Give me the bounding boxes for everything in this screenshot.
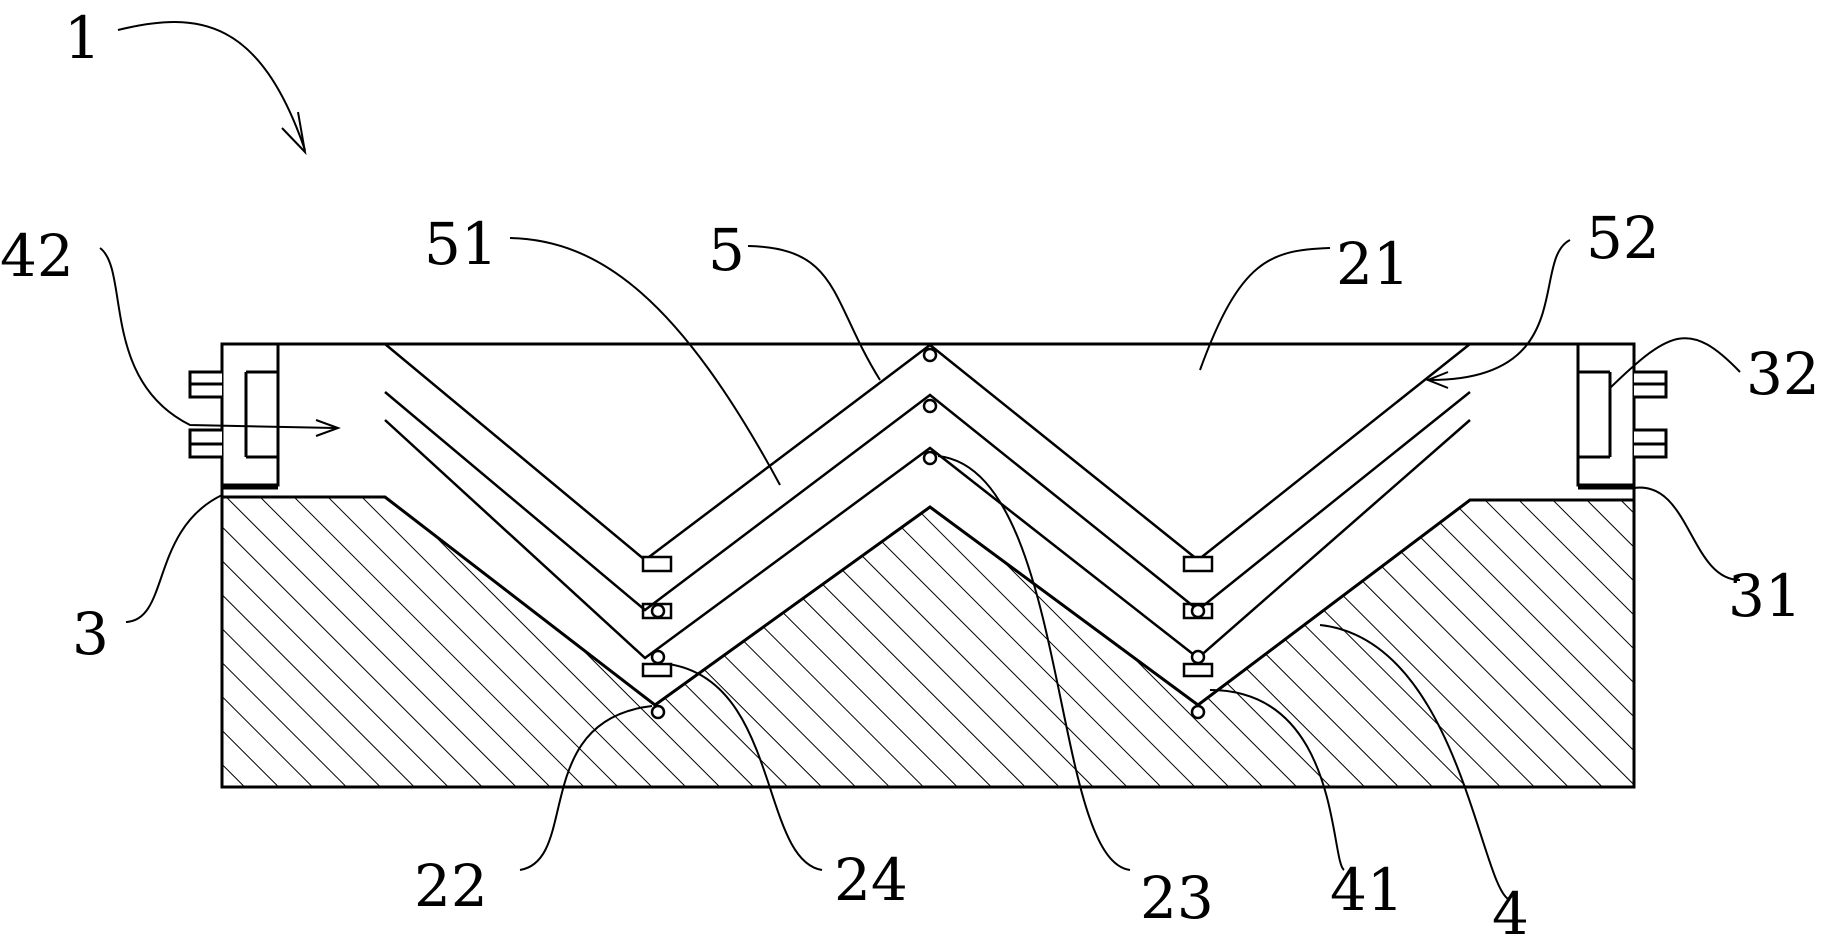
- label-4: 4: [1492, 880, 1529, 938]
- w-plates: [384, 343, 1471, 707]
- leader-3: [125, 494, 223, 623]
- leader-24: [667, 663, 823, 871]
- hatched-base: [220, 495, 1636, 789]
- plate-lower-top: [384, 419, 1471, 660]
- leader-22: [519, 705, 653, 871]
- fasteners: [641, 347, 1214, 720]
- leader-5: [747, 245, 881, 381]
- leader-32: [1609, 337, 1741, 389]
- label-31: 31: [1728, 562, 1802, 630]
- leader-lines: [125, 237, 1741, 901]
- leader-23: [937, 455, 1131, 871]
- base-body: [220, 495, 1636, 789]
- plate-upper-bottom: [384, 391, 1471, 612]
- label-5: 5: [708, 216, 745, 284]
- left-connector: [188, 370, 278, 459]
- plate-lower-bottom: [384, 496, 1471, 707]
- reference-labels: 1 42 51 5 21 52 32 3 31 22 24 23 41 4: [0, 4, 1820, 943]
- label-41: 41: [1330, 856, 1404, 924]
- arrow-42: [99, 247, 336, 429]
- label-1: 1: [64, 4, 101, 72]
- leader-31: [1633, 486, 1741, 581]
- leader-21: [1199, 247, 1331, 371]
- label-42: 42: [0, 222, 74, 290]
- label-32: 32: [1746, 340, 1820, 408]
- label-3: 3: [72, 600, 109, 668]
- leader-4: [1319, 624, 1511, 901]
- label-22: 22: [414, 852, 488, 920]
- label-23: 23: [1140, 864, 1214, 932]
- right-wall: [1576, 342, 1636, 500]
- plate-upper-top: [384, 343, 1471, 562]
- label-21: 21: [1336, 230, 1410, 298]
- right-connector: [1578, 370, 1668, 459]
- leader-41: [1209, 689, 1345, 871]
- arrows: [99, 21, 1571, 437]
- left-wall: [220, 342, 280, 497]
- arrow-52: [1429, 239, 1571, 381]
- container-walls: [220, 342, 1636, 500]
- label-52: 52: [1586, 204, 1660, 272]
- arrow-1: [117, 21, 306, 151]
- label-24: 24: [834, 846, 908, 914]
- label-51: 51: [424, 210, 498, 278]
- leader-51: [509, 237, 781, 486]
